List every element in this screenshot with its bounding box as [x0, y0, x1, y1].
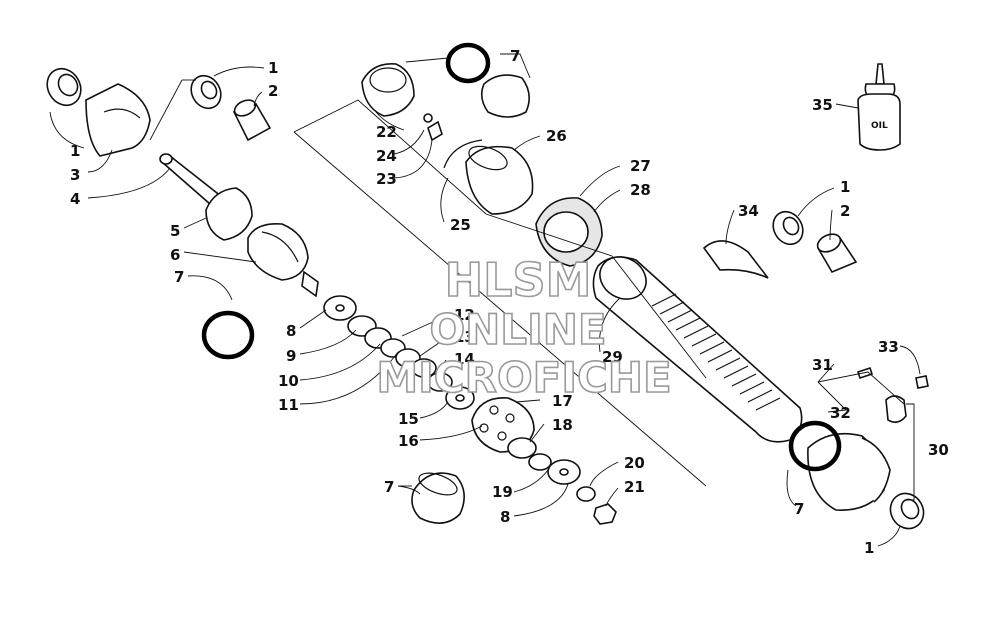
callout-9: 9: [286, 347, 296, 365]
eyelet-part-3: [85, 83, 151, 157]
callout-1: 1: [864, 539, 874, 557]
callout-27: 27: [630, 157, 651, 175]
spring-adjuster-parts-27-28: [535, 197, 603, 267]
callout-labels: 1 2 1 3 4 5 6 7 7 22 24 23 26 25 27 28 8…: [70, 47, 949, 557]
valve-parts-23-24: [423, 113, 443, 142]
callout-20: 20: [624, 454, 645, 472]
callout-30: 30: [928, 441, 949, 459]
oil-bottle-part-35: OIL: [857, 63, 901, 151]
callout-1: 1: [268, 59, 278, 77]
callout-7: 7: [794, 500, 804, 518]
callout-28: 28: [630, 181, 651, 199]
callout-16: 16: [398, 432, 419, 450]
callout-8: 8: [500, 508, 510, 526]
callout-23: 23: [376, 170, 397, 188]
callout-11: 11: [278, 396, 299, 414]
bushing-part-1-right: [772, 210, 804, 246]
washer-nut-part-20-21: [576, 486, 617, 525]
washers-part-18-19: [507, 437, 581, 485]
callout-18: 18: [552, 416, 573, 434]
callout-17: 17: [552, 392, 573, 410]
bearing-parts-25-26: [443, 139, 534, 215]
callout-10: 10: [278, 372, 299, 390]
o-ring-part-7-right: [788, 420, 842, 472]
callout-26: 26: [546, 127, 567, 145]
callout-7: 7: [174, 268, 184, 286]
callout-5: 5: [170, 222, 180, 240]
bushing-part-1-lower-right: [889, 492, 925, 530]
piston-cap-part-22: [361, 63, 415, 117]
callout-7: 7: [384, 478, 394, 496]
o-ring-part-7-top: [445, 42, 491, 84]
callout-3: 3: [70, 166, 80, 184]
watermark-line-2: ONLINE: [429, 305, 606, 354]
callout-34: 34: [738, 202, 759, 220]
spring-guard-part-34: [702, 240, 769, 279]
callout-25: 25: [450, 216, 471, 234]
callout-7: 7: [510, 47, 520, 65]
callout-4: 4: [70, 190, 80, 208]
callout-35: 35: [812, 96, 833, 114]
callout-32: 32: [830, 404, 851, 422]
callout-2: 2: [840, 202, 850, 220]
watermark: HLSM ONLINE MICROFICHE: [376, 252, 673, 403]
seal-ring-part-7-top: [480, 74, 530, 118]
eyelet-assembly-part-30: [788, 420, 891, 511]
valve-parts-31-32-33: [856, 366, 929, 424]
sleeve-part-2-top: [232, 99, 272, 142]
leader-lines: [49, 53, 921, 547]
callout-8: 8: [286, 322, 296, 340]
oil-bottle-label: OIL: [871, 121, 888, 131]
watermark-line-1: HLSM: [445, 253, 592, 307]
washer-part-8: [323, 295, 357, 321]
callout-33: 33: [878, 338, 899, 356]
bumper-part-5: [205, 187, 253, 241]
reservoir-head-part-6: [247, 222, 319, 298]
shock-body-part-29: [592, 256, 803, 443]
callout-1: 1: [70, 142, 80, 160]
callout-2: 2: [268, 82, 278, 100]
callout-19: 19: [492, 483, 513, 501]
callout-22: 22: [376, 123, 397, 141]
watermark-line-3: MICROFICHE: [376, 353, 671, 402]
callout-29: 29: [602, 348, 623, 366]
callout-14: 14: [454, 350, 475, 368]
bushing-part-1-upper-left: [46, 67, 82, 107]
callout-21: 21: [624, 478, 645, 496]
sleeve-part-2-right: [816, 233, 858, 274]
bushing-part-1-top: [190, 74, 222, 110]
callout-24: 24: [376, 147, 397, 165]
callout-6: 6: [170, 246, 180, 264]
wear-band-part-7-lower: [411, 472, 465, 524]
body-ridges: [651, 293, 781, 411]
callout-13: 13: [454, 328, 475, 346]
callout-1: 1: [840, 178, 850, 196]
callout-31: 31: [812, 356, 833, 374]
o-ring-part-7-left: [201, 310, 255, 360]
callout-15: 15: [398, 410, 419, 428]
group-bracket-lines: [149, 79, 915, 501]
shim-stack: [347, 315, 475, 410]
callout-12: 12: [454, 306, 475, 324]
